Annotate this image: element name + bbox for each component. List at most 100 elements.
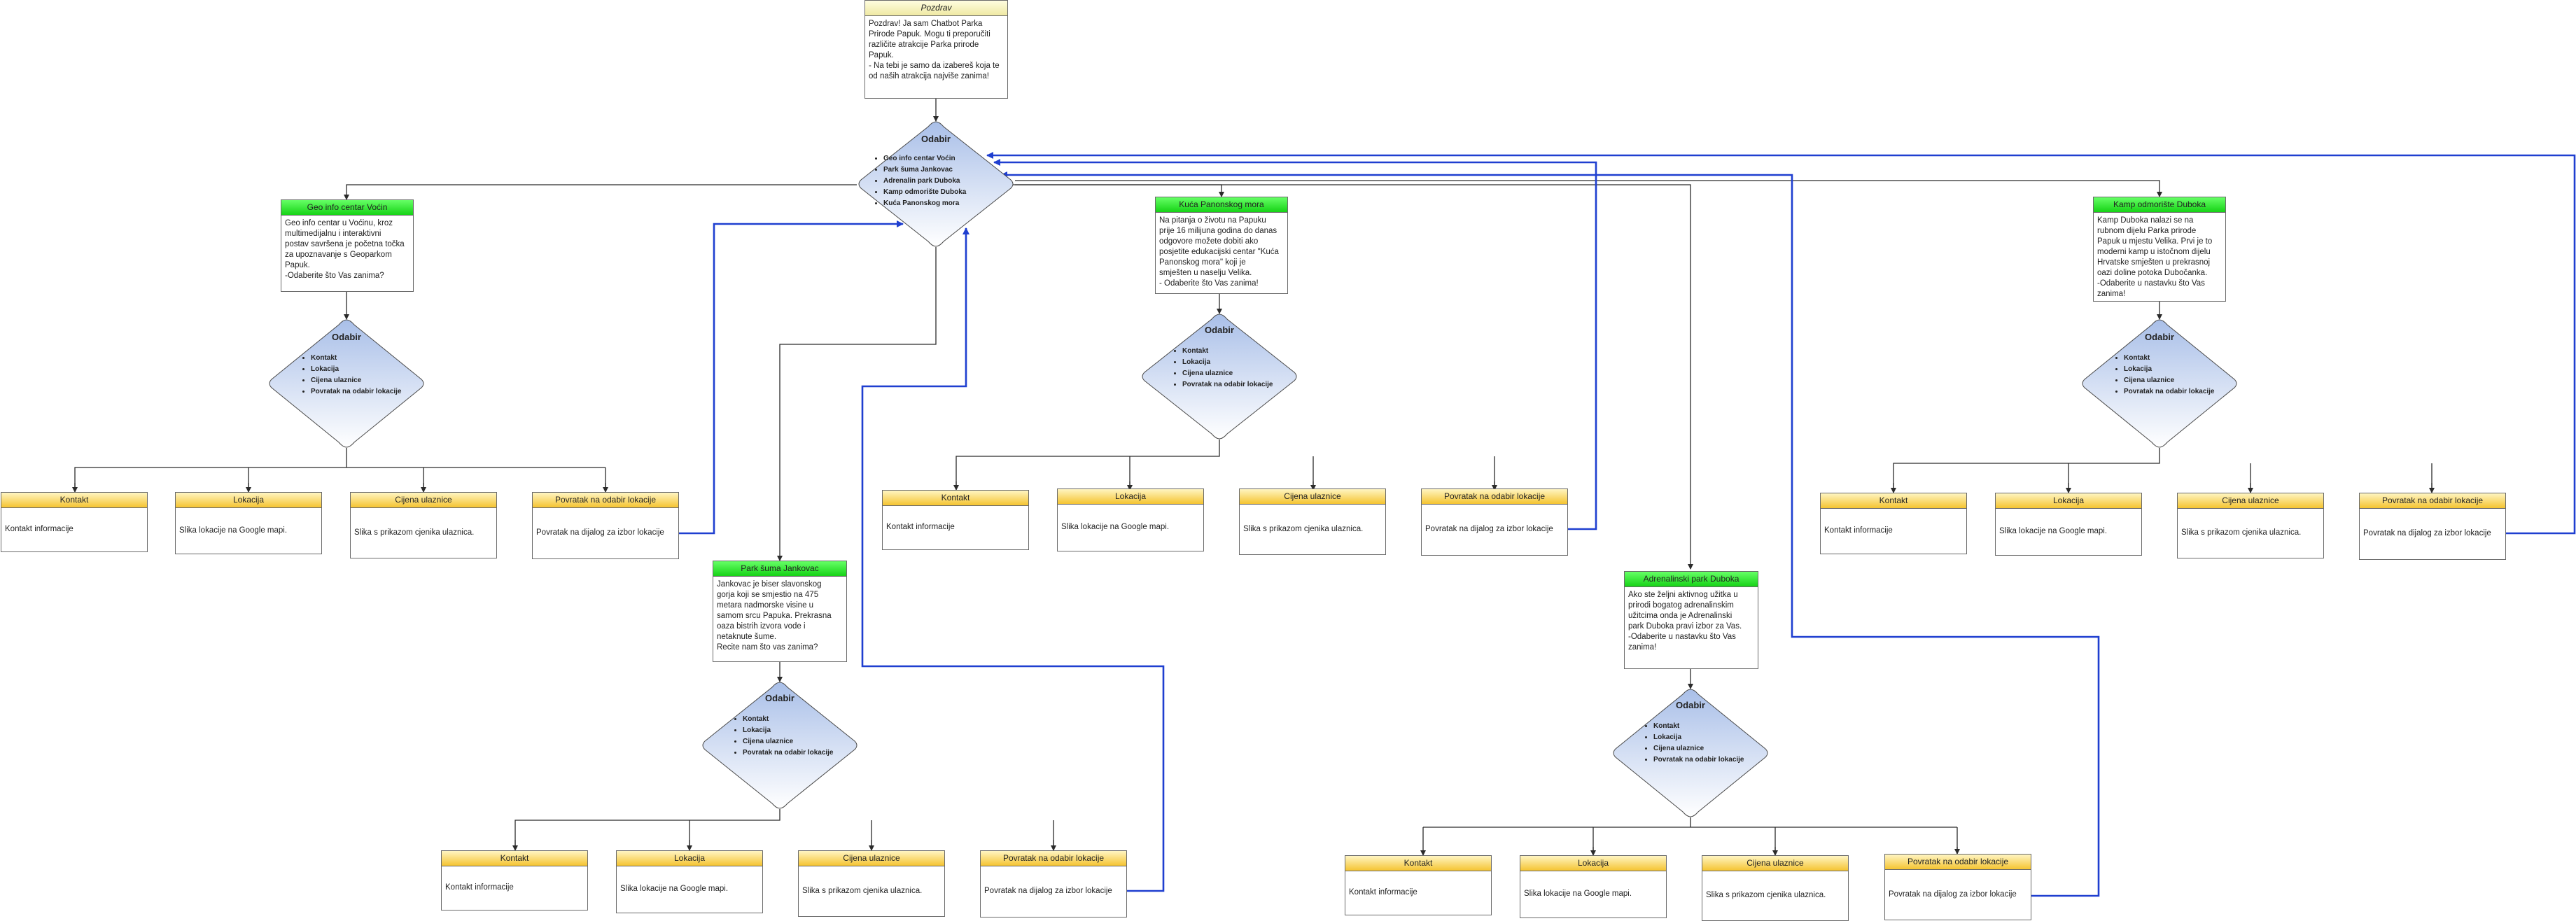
kamp-kontakt-text: Kontakt informacije (1824, 526, 1893, 535)
kamp-choice-decision[interactable]: Odabir Kontakt Lokacija Cijena ulaznice … (2080, 319, 2239, 448)
connector-geo-fan (74, 448, 606, 490)
geo-option-lokacija[interactable]: Lokacija (311, 364, 402, 375)
main-choice-options: Geo info centar Voćin Park šuma Jankovac… (883, 153, 966, 209)
kuca-text: Na pitanja o životu na Papuku prije 16 m… (1159, 216, 1279, 288)
adrenalin-cijena-text: Slika s prikazom cjenika ulaznica. (1706, 891, 1826, 900)
jankovac-choice-diamond (702, 682, 858, 809)
kamp-kontakt-title: Kontakt (1821, 493, 1966, 509)
adrenalin-text: Ako ste željni aktivnog užitka u prirodi… (1628, 591, 1742, 652)
jankovac-povratak-title: Povratak na odabir lokacije (981, 851, 1126, 866)
main-choice-title: Odabir (921, 134, 951, 144)
geo-lokacija-node: Lokacija Slika lokacije na Google mapi. (175, 492, 322, 554)
main-option-adrenalin[interactable]: Adrenalin park Duboka (883, 176, 966, 187)
kamp-option-lokacija[interactable]: Lokacija (2124, 364, 2215, 375)
jankovac-kontakt-node: Kontakt Kontakt informacije (441, 850, 588, 911)
main-option-kuca[interactable]: Kuća Panonskog mora (883, 198, 966, 209)
geo-kontakt-node: Kontakt Kontakt informacije (1, 492, 148, 552)
geo-title: Geo info centar Voćin (281, 200, 413, 216)
connector-choice-kuca (1015, 184, 1224, 197)
kuca-choice-decision[interactable]: Odabir Kontakt Lokacija Cijena ulaznice … (1140, 314, 1298, 440)
kamp-cijena-title: Cijena ulaznice (2178, 493, 2323, 509)
connector-adrenalin-fan (1592, 817, 1958, 854)
kamp-option-cijena[interactable]: Cijena ulaznice (2124, 375, 2215, 386)
connector-kamp-fan (1893, 448, 2432, 488)
geo-text: Geo info centar u Voćinu, kroz multimedi… (285, 219, 405, 280)
adrenalin-option-cijena[interactable]: Cijena ulaznice (1653, 743, 1744, 754)
kamp-text: Kamp Duboka nalazi se na rubnom dijelu P… (2097, 216, 2213, 298)
connector-choice-adrenalin (980, 184, 1693, 570)
adrenalin-kontakt-node: Kontakt Kontakt informacije (1345, 855, 1492, 915)
kuca-option-povratak[interactable]: Povratak na odabir lokacije (1182, 379, 1273, 391)
main-option-geo[interactable]: Geo info centar Voćin (883, 153, 966, 164)
kuca-option-kontakt[interactable]: Kontakt (1182, 346, 1273, 357)
connector-choice-jankovac (777, 247, 937, 561)
geo-lokacija-title: Lokacija (176, 493, 321, 508)
return-adrenalin (1000, 171, 2100, 897)
kamp-lokacija-text: Slika lokacije na Google mapi. (1999, 527, 2108, 536)
kamp-cijena-text: Slika s prikazom cjenika ulaznica. (2181, 528, 2302, 537)
adrenalin-node: Adrenalinski park Duboka Ako ste željni … (1624, 571, 1758, 669)
adrenalin-choice-decision[interactable]: Odabir Kontakt Lokacija Cijena ulaznice … (1611, 689, 1770, 817)
kamp-kontakt-node: Kontakt Kontakt informacije (1820, 493, 1967, 554)
kamp-option-povratak[interactable]: Povratak na odabir lokacije (2124, 386, 2215, 398)
return-kuca (993, 159, 1597, 530)
geo-choice-decision[interactable]: Odabir Kontakt Lokacija Cijena ulaznice … (267, 319, 426, 448)
adrenalin-option-lokacija[interactable]: Lokacija (1653, 732, 1744, 743)
main-option-kamp[interactable]: Kamp odmorište Duboka (883, 187, 966, 198)
adrenalin-choice-diamond (1613, 689, 1768, 817)
kuca-option-cijena[interactable]: Cijena ulaznice (1182, 368, 1273, 379)
kamp-choice-diamond (2082, 319, 2237, 448)
geo-option-cijena[interactable]: Cijena ulaznice (311, 375, 402, 386)
geo-povratak-node: Povratak na odabir lokacije Povratak na … (532, 492, 679, 559)
connector-kuca-fan (955, 440, 1495, 488)
adrenalin-kontakt-text: Kontakt informacije (1349, 888, 1418, 897)
geo-povratak-text: Povratak na dijalog za izbor lokacije (536, 528, 664, 537)
return-kamp (986, 152, 2576, 535)
main-option-jankovac[interactable]: Park šuma Jankovac (883, 164, 966, 176)
jankovac-option-lokacija[interactable]: Lokacija (743, 725, 834, 736)
kamp-choice-title: Odabir (2145, 332, 2174, 342)
geo-option-povratak[interactable]: Povratak na odabir lokacije (311, 386, 402, 398)
connector-choice-kamp (1015, 180, 2162, 197)
adrenalin-lokacija-title: Lokacija (1520, 856, 1666, 871)
geo-choice-options: Kontakt Lokacija Cijena ulaznice Povrata… (311, 353, 402, 398)
adrenalin-option-kontakt[interactable]: Kontakt (1653, 721, 1744, 732)
adrenalin-povratak-node: Povratak na odabir lokacije Povratak na … (1884, 854, 2031, 920)
geo-choice-title: Odabir (332, 332, 361, 342)
adrenalin-povratak-text: Povratak na dijalog za izbor lokacije (1889, 890, 2017, 899)
kuca-choice-title: Odabir (1205, 325, 1234, 335)
kuca-kontakt-title: Kontakt (883, 491, 1028, 506)
jankovac-option-povratak[interactable]: Povratak na odabir lokacije (743, 747, 834, 759)
jankovac-title: Park šuma Jankovac (713, 561, 846, 577)
kamp-choice-options: Kontakt Lokacija Cijena ulaznice Povrata… (2124, 353, 2215, 398)
jankovac-lokacija-text: Slika lokacije na Google mapi. (620, 885, 729, 894)
jankovac-option-cijena[interactable]: Cijena ulaznice (743, 736, 834, 747)
jankovac-choice-title: Odabir (765, 693, 794, 703)
kuca-option-lokacija[interactable]: Lokacija (1182, 357, 1273, 368)
jankovac-lokacija-title: Lokacija (617, 851, 762, 866)
kuca-povratak-text: Povratak na dijalog za izbor lokacije (1425, 525, 1553, 534)
kuca-cijena-node: Cijena ulaznice Slika s prikazom cjenika… (1239, 488, 1386, 555)
connector-choice-geo (344, 184, 857, 200)
adrenalin-choice-options: Kontakt Lokacija Cijena ulaznice Povrata… (1653, 721, 1744, 766)
geo-kontakt-text: Kontakt informacije (5, 525, 74, 534)
kuca-title: Kuća Panonskog mora (1156, 197, 1287, 213)
jankovac-option-kontakt[interactable]: Kontakt (743, 714, 834, 725)
geo-kontakt-title: Kontakt (1, 493, 147, 508)
connector-jankovac-fan (514, 809, 1054, 847)
kamp-option-kontakt[interactable]: Kontakt (2124, 353, 2215, 364)
kamp-lokacija-title: Lokacija (1996, 493, 2141, 509)
geo-povratak-title: Povratak na odabir lokacije (533, 493, 678, 508)
geo-option-kontakt[interactable]: Kontakt (311, 353, 402, 364)
kuca-kontakt-node: Kontakt Kontakt informacije (882, 490, 1029, 550)
kuca-node: Kuća Panonskog mora Na pitanja o životu … (1155, 197, 1288, 294)
kamp-povratak-node: Povratak na odabir lokacije Povratak na … (2359, 493, 2506, 560)
jankovac-choice-decision[interactable]: Odabir Kontakt Lokacija Cijena ulaznice … (701, 682, 859, 809)
geo-cijena-node: Cijena ulaznice Slika s prikazom cjenika… (350, 492, 497, 558)
main-choice-decision[interactable]: Odabir Geo info centar Voćin Park šuma J… (857, 121, 1015, 247)
kuca-povratak-title: Povratak na odabir lokacije (1422, 489, 1567, 505)
adrenalin-option-povratak[interactable]: Povratak na odabir lokacije (1653, 754, 1744, 766)
kamp-povratak-text: Povratak na dijalog za izbor lokacije (2363, 529, 2491, 538)
greeting-title: Pozdrav (865, 1, 1007, 16)
